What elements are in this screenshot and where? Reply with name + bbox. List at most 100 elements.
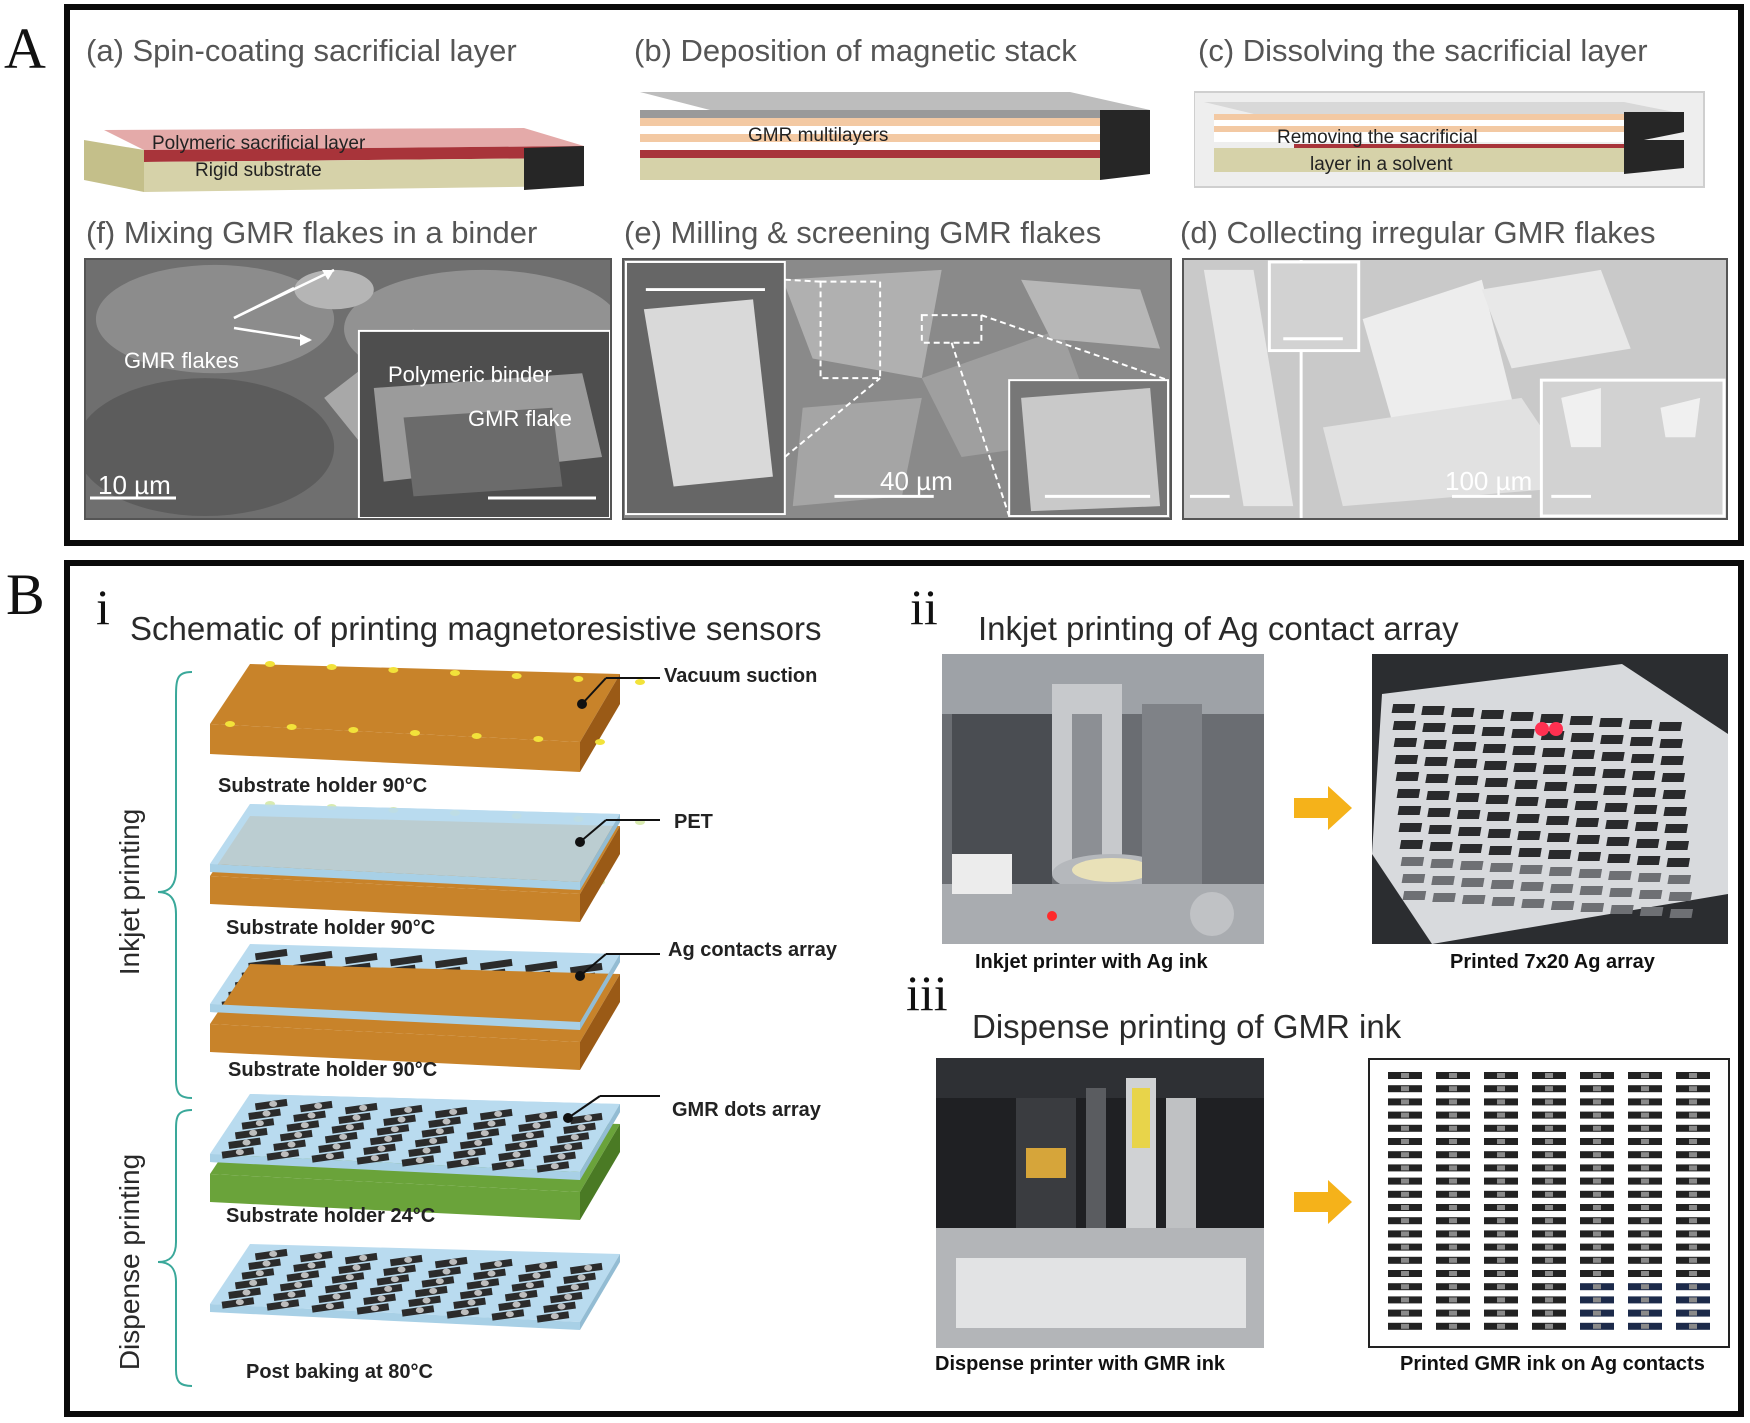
gmr-4b-gmr-dot	[577, 1124, 586, 1131]
gmr-ink-dot	[1593, 1099, 1601, 1105]
gmr-ink-dot	[1593, 1125, 1601, 1131]
gmr-ink-dot	[1545, 1218, 1553, 1224]
vacuum-dot	[573, 676, 584, 682]
gmr-ink-dot	[1449, 1323, 1457, 1329]
ag-contact	[1607, 854, 1631, 863]
holder-label-2: Substrate holder 90°C	[226, 917, 436, 939]
ag-contact	[1661, 773, 1686, 782]
ag-contact	[1544, 799, 1569, 808]
ag-contact	[1658, 722, 1683, 731]
gmr-ink-dot	[1641, 1165, 1649, 1171]
holder-label-4: Substrate holder 24°C	[226, 1205, 436, 1227]
gmr-4b-gmr-dot	[397, 1116, 406, 1123]
step-a-stack-diagram	[84, 128, 584, 192]
ag-contact	[1456, 810, 1481, 819]
gmr-4b-gmr-dot	[235, 1149, 244, 1156]
gmr-4b-gmr-dot	[429, 1137, 438, 1144]
ag-contact	[1484, 778, 1509, 787]
post-5-gmr-dot	[255, 1270, 264, 1277]
gmr-4b-gmr-dot	[570, 1134, 579, 1141]
gmr-ink-dot	[1449, 1271, 1457, 1276]
ag-contact	[1454, 776, 1479, 785]
gmr-4b-gmr-dot	[280, 1151, 289, 1158]
gmr-ink-dot	[1593, 1152, 1601, 1158]
holder-label-1: Substrate holder 90°C	[218, 775, 428, 797]
ag-contact	[1628, 720, 1653, 729]
gmr-ink-dot	[1401, 1271, 1409, 1276]
gmr-ink-dot	[1689, 1284, 1697, 1290]
post-5-gmr-dot	[242, 1289, 251, 1296]
ag-contact	[1461, 895, 1486, 904]
gmr-ink-dot	[1497, 1112, 1505, 1118]
ag-contact	[1572, 767, 1597, 776]
gmr-ink-dot	[1401, 1191, 1409, 1197]
gmr-ink-dot	[1689, 1099, 1697, 1105]
vacuum-dot	[410, 730, 420, 736]
gmr-ink-dot	[1689, 1165, 1697, 1171]
laser-spot	[1549, 722, 1563, 736]
gmr-ink-dot	[1497, 1323, 1505, 1329]
gmr-4b-gmr-dot	[352, 1114, 361, 1121]
gmr-ink-dot	[1593, 1086, 1601, 1092]
post-5-gmr-dot	[384, 1285, 393, 1292]
ag-contact	[1422, 723, 1446, 732]
ag-contact	[1431, 876, 1455, 885]
gmr-flakes-label: GMR flakes	[124, 348, 239, 373]
inkjet-title: Inkjet printing of Ag contact array	[978, 610, 1459, 647]
numeral-i: i	[96, 579, 110, 635]
ag-contact	[1635, 839, 1660, 848]
ag-contact	[1571, 750, 1596, 759]
post-5-gmr-dot	[550, 1313, 559, 1320]
ag-contact	[1490, 880, 1515, 889]
gmr-ink-dot	[1689, 1191, 1697, 1197]
gmr-4b-gmr-dot	[480, 1130, 489, 1137]
ag-contact	[1425, 774, 1449, 783]
ag-contact	[1424, 757, 1448, 766]
post-5-gmr-dot	[314, 1252, 323, 1259]
gmr-ink-dot	[1593, 1310, 1601, 1316]
ag-contact	[1549, 884, 1574, 893]
vacuum-dot	[326, 664, 337, 670]
scale-bar-f: 10 µm	[98, 470, 171, 500]
ag-3-contact	[389, 954, 423, 967]
gmr-ink-dot	[1545, 1323, 1553, 1329]
ag-contact	[1430, 859, 1454, 868]
post-5-gmr-dot	[269, 1250, 278, 1257]
ag-contact	[1402, 891, 1427, 900]
vacuum-dot	[471, 733, 482, 739]
ag-contact	[1573, 784, 1598, 793]
gmr-ink-dot	[1449, 1112, 1457, 1118]
gmr-ink-dot	[1545, 1125, 1553, 1131]
gmr-4b-gmr-dot	[487, 1120, 496, 1127]
polymeric-binder-label: Polymeric binder	[388, 362, 552, 387]
post-5-gmr-dot	[512, 1301, 521, 1308]
ag-contact	[1427, 808, 1451, 817]
post-5-gmr-dot	[377, 1295, 386, 1302]
ag-contact	[1638, 890, 1663, 899]
post-5-gmr-dot	[359, 1254, 368, 1261]
ag-contact	[1392, 721, 1417, 730]
gmr-ink-dot	[1689, 1297, 1697, 1303]
vacuum-callout: Vacuum suction	[664, 665, 818, 687]
ag-contact	[1451, 725, 1476, 734]
gmr-ink-dot	[1401, 1257, 1409, 1263]
gmr-4b-gmr-dot	[550, 1163, 559, 1170]
numeral-iii: iii	[906, 965, 948, 1021]
holder-1-top	[210, 664, 620, 742]
ag-contact	[1605, 820, 1629, 829]
post-5-gmr-dot	[449, 1258, 458, 1265]
dispense-phase-label: Dispense printing	[114, 1153, 145, 1371]
ag-contact	[1514, 780, 1538, 789]
ag-contact	[1634, 822, 1659, 831]
gmr-ink-dot	[1689, 1125, 1697, 1131]
ag-contact	[1400, 857, 1425, 866]
gmr-ink-dot	[1497, 1139, 1505, 1144]
ag-contact	[1519, 865, 1543, 874]
ag-contact	[1517, 831, 1541, 840]
gmr-ink-dot	[1449, 1165, 1457, 1171]
dispense-caption: Dispense printer with GMR ink	[935, 1353, 1226, 1375]
gmr-ink-dot	[1593, 1191, 1601, 1197]
gmr-ink-dot	[1641, 1218, 1649, 1224]
ag-contact	[1668, 892, 1693, 901]
pet-2b-front	[210, 864, 580, 890]
